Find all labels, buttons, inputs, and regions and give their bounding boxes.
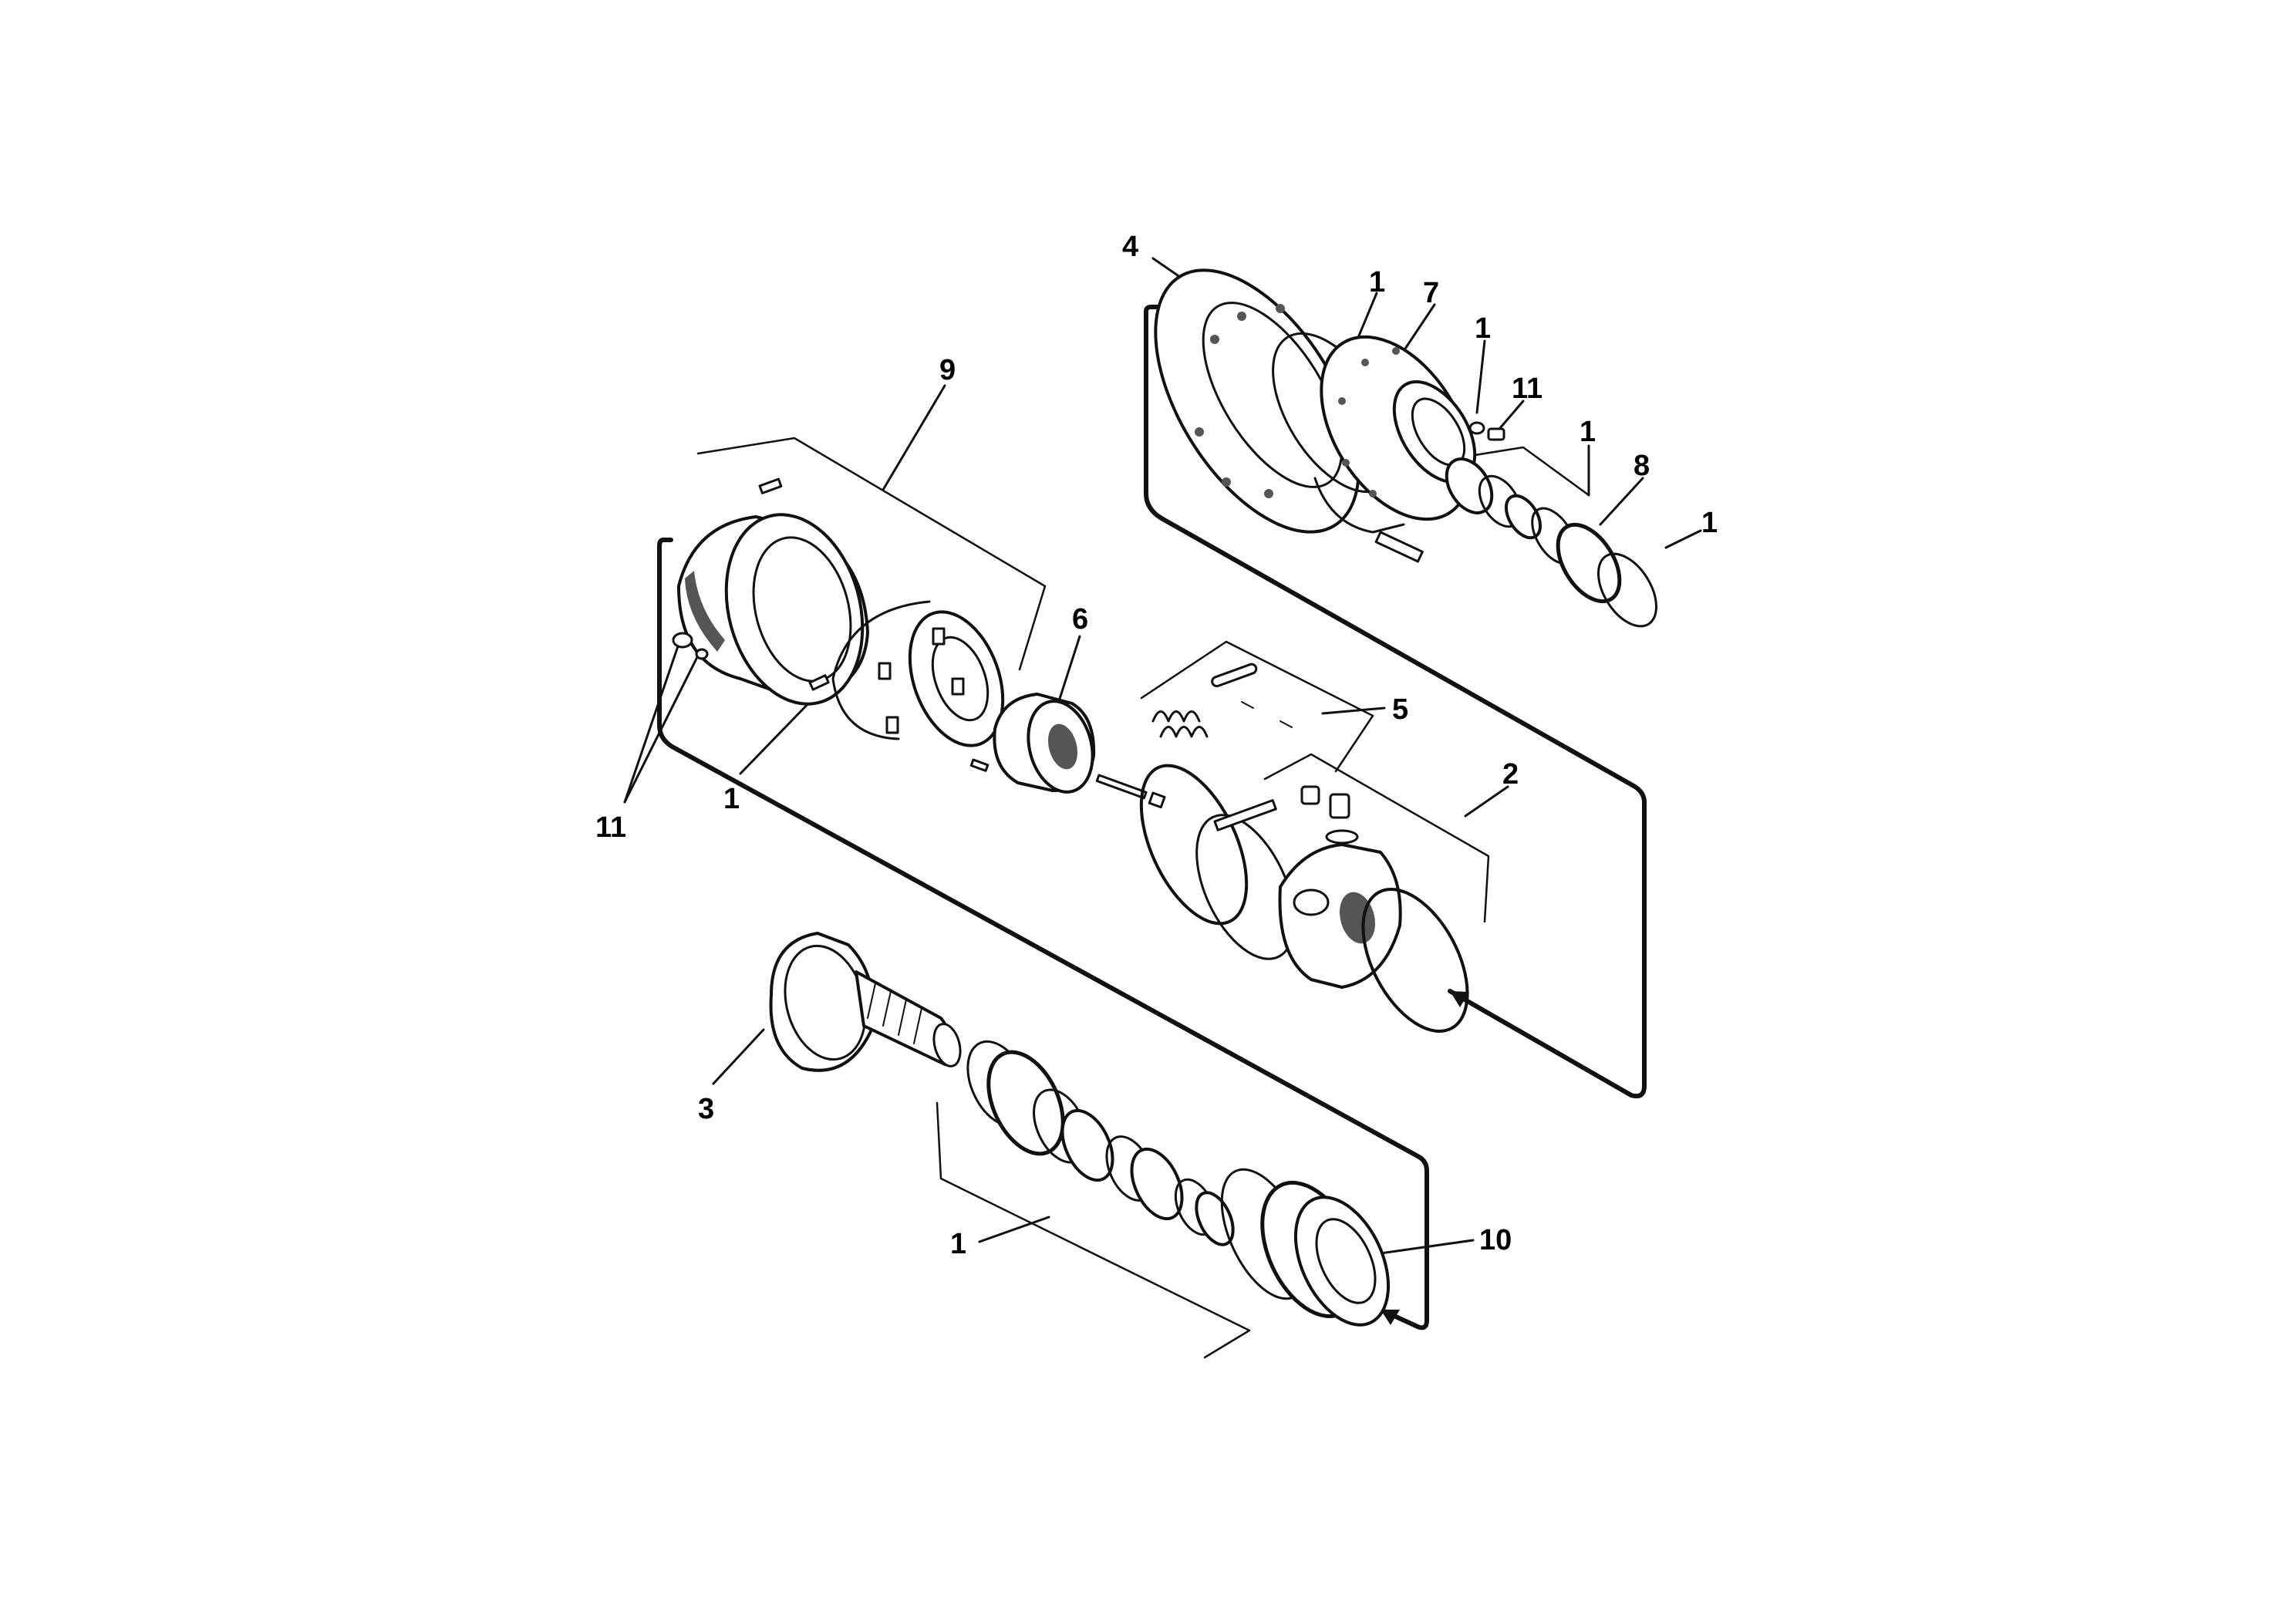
callout-6: 6 xyxy=(1072,603,1088,636)
callout-10: 10 xyxy=(1479,1224,1512,1256)
part-spring-pin-kit xyxy=(1151,663,1293,738)
callout-1: 1 xyxy=(723,783,740,815)
callout-1: 1 xyxy=(1701,507,1718,539)
callout-4: 4 xyxy=(1122,231,1138,263)
part-hub-housing xyxy=(1313,335,1477,563)
part-spindle-shaft xyxy=(769,932,962,1072)
arrowheads xyxy=(1381,991,1469,1325)
callout-9: 9 xyxy=(939,354,956,386)
callout-1: 1 xyxy=(1369,266,1385,298)
callout-5: 5 xyxy=(1392,693,1408,726)
part-bell-housing xyxy=(672,477,869,706)
part-planetary-carrier xyxy=(1139,764,1469,1033)
part-bearing-group-bottom xyxy=(966,1040,1391,1327)
callout-7: 7 xyxy=(1423,277,1439,309)
part-spring-plate-assembly xyxy=(831,600,1005,772)
callout-2: 2 xyxy=(1502,758,1519,791)
assembly-routing-lines xyxy=(657,305,1647,1330)
callout-1: 1 xyxy=(950,1228,966,1260)
callout-3: 3 xyxy=(698,1093,714,1125)
part-small-fasteners-top xyxy=(1468,421,1505,441)
part-cover-plate xyxy=(1154,268,1360,534)
leader-lines xyxy=(623,257,1702,1255)
callout-11: 11 xyxy=(1512,373,1542,405)
callout-8: 8 xyxy=(1633,450,1650,482)
group-brackets xyxy=(696,437,1590,1359)
callout-1: 1 xyxy=(1475,312,1491,345)
part-bearing-group-top xyxy=(1445,457,1658,628)
callout-1: 1 xyxy=(1580,416,1596,448)
callout-11: 11 xyxy=(595,811,626,844)
callout-labels: 4 1 7 1 11 1 8 1 9 6 5 2 11 1 3 1 10 xyxy=(595,231,1718,1260)
part-piston-drum xyxy=(993,693,1166,809)
